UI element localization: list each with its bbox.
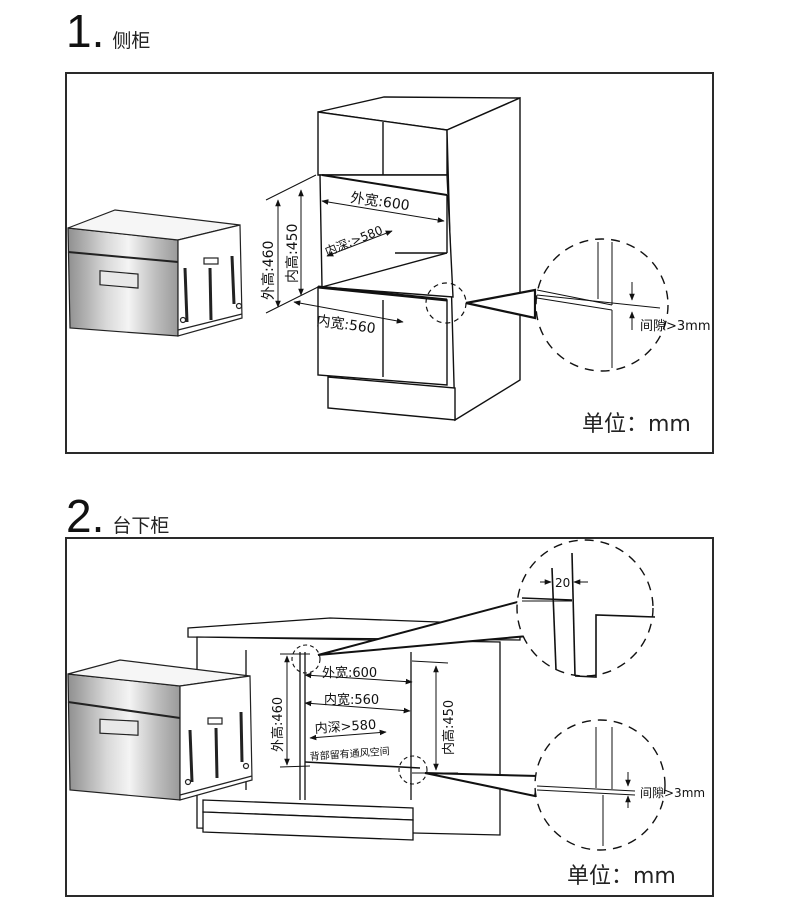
s2-gap-label: 间隙>3mm	[640, 786, 705, 800]
dimension-lines-1	[265, 174, 445, 324]
section-2-title: 台下柜	[112, 515, 170, 537]
s1-gap-label: 间隙>3mm	[640, 319, 711, 334]
section-1-heading: 1. 侧柜	[66, 8, 150, 54]
section-2-number: 2	[66, 490, 92, 542]
section-1-title: 侧柜	[112, 30, 151, 52]
oven-illustration-1	[67, 209, 243, 337]
section-2-unit-note: 单位：mm	[567, 864, 676, 889]
section-2-dot: .	[91, 490, 105, 542]
s2-outer-height-label: 外高:460	[270, 697, 286, 752]
gap-detail-callout-1	[425, 238, 669, 372]
s2-clearance-label: 20	[555, 576, 570, 590]
s2-inner-height-label: 内高:450	[441, 700, 457, 755]
s2-inner-width-label: 内宽:560	[324, 692, 379, 708]
oven-illustration-2	[67, 659, 253, 801]
clearance-detail-callout	[291, 539, 656, 678]
tall-cabinet	[317, 96, 521, 422]
s1-outer-height-label: 外高:460	[260, 241, 277, 300]
section-1-unit-note: 单位：mm	[582, 412, 691, 437]
section-1-number: 1	[66, 5, 92, 57]
s1-inner-height-label: 内高:450	[284, 224, 301, 283]
gap-detail-callout-2	[398, 719, 666, 851]
section-2-heading: 2. 台下柜	[66, 493, 169, 539]
s2-outer-width-label: 外宽:600	[322, 665, 377, 681]
s2-inner-depth-label: 内深>580	[314, 717, 377, 737]
section-1-dot: .	[91, 5, 105, 57]
